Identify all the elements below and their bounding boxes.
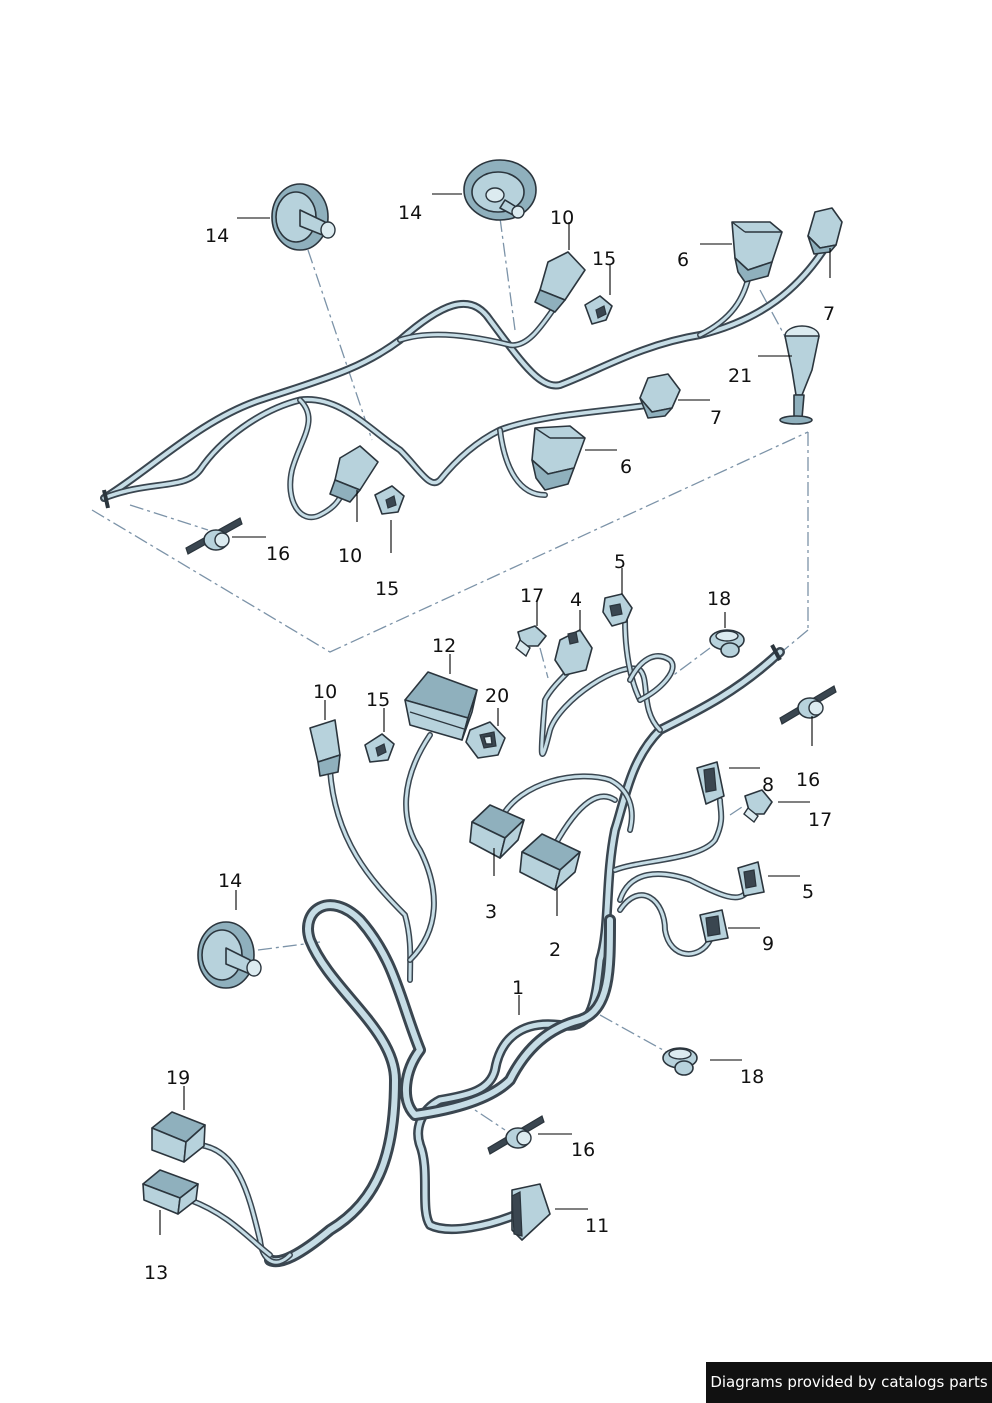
callout-16: 16 (796, 769, 820, 791)
callout-14: 14 (205, 225, 229, 247)
connector-part-3 (469, 804, 525, 859)
callout-16: 16 (266, 543, 290, 565)
connector-part-9 (699, 909, 729, 943)
callout-5: 5 (614, 551, 626, 573)
callout-21: 21 (728, 365, 752, 387)
connector-part-4 (554, 629, 593, 676)
connector-part-8 (696, 761, 725, 805)
clip-part-15-lower (364, 733, 395, 763)
cover-part-20 (465, 721, 506, 759)
callout-3: 3 (485, 901, 497, 923)
callout-11: 11 (585, 1215, 609, 1237)
clip-part-16-lower (487, 1115, 545, 1155)
relay-part-12 (404, 671, 478, 741)
leader-lines (159, 193, 831, 1235)
clip-part-17-top (515, 625, 547, 658)
connector-part-6-mid (531, 425, 586, 491)
callout-18: 18 (707, 588, 731, 610)
clip-part-18-top (709, 629, 745, 658)
callout-17: 17 (520, 585, 544, 607)
callout-20: 20 (485, 685, 509, 707)
callout-17: 17 (808, 809, 832, 831)
clip-part-18-lower (662, 1047, 698, 1076)
connector-part-2 (519, 833, 581, 891)
callout-15: 15 (375, 578, 399, 600)
callout-labels: 14 14 10 15 6 7 21 7 6 16 10 15 5 17 4 1… (144, 202, 835, 1284)
connector-part-7-mid (639, 373, 681, 419)
clip-part-16-right (779, 685, 837, 725)
relay-part-19 (151, 1111, 206, 1163)
callout-6: 6 (677, 249, 689, 271)
grommet-part-14-lower (197, 921, 262, 989)
connector-part-6-top (731, 221, 783, 283)
callout-4: 4 (570, 589, 582, 611)
clip-part-16-left (185, 517, 243, 555)
callout-15: 15 (592, 248, 616, 270)
callout-7: 7 (823, 303, 835, 325)
boot-part-21 (779, 325, 820, 425)
callout-15: 15 (366, 689, 390, 711)
callout-10: 10 (313, 681, 337, 703)
callout-10: 10 (338, 545, 362, 567)
connector-part-5-lower (737, 861, 765, 897)
clip-part-15-top (584, 295, 613, 325)
callout-8: 8 (762, 774, 774, 796)
connector-part-10-mid (329, 445, 379, 503)
upper-harness (100, 236, 834, 521)
connector-part-10-lower (309, 719, 341, 777)
clip-part-17-right (743, 789, 773, 824)
callout-5: 5 (802, 881, 814, 903)
callout-7: 7 (710, 407, 722, 429)
callout-9: 9 (762, 933, 774, 955)
callout-2: 2 (549, 939, 561, 961)
clip-part-15-mid (374, 485, 405, 515)
callout-12: 12 (432, 635, 456, 657)
connector-part-11 (511, 1183, 551, 1241)
callout-6: 6 (620, 456, 632, 478)
connector-part-10-top (534, 251, 586, 313)
grommet-part-14-top-left (271, 183, 336, 251)
callout-16: 16 (571, 1139, 595, 1161)
callout-19: 19 (166, 1067, 190, 1089)
attribution-footer: Diagrams provided by catalogs parts (706, 1362, 992, 1403)
grommet-part-14-top-center (463, 159, 537, 221)
connector-part-13 (142, 1169, 199, 1215)
callout-14: 14 (398, 202, 422, 224)
callout-10: 10 (550, 207, 574, 229)
connector-part-7-top (807, 207, 843, 255)
callout-1: 1 (512, 977, 524, 999)
callout-13: 13 (144, 1262, 168, 1284)
callout-18: 18 (740, 1066, 764, 1088)
callout-14: 14 (218, 870, 242, 892)
lower-harness (187, 617, 785, 1268)
